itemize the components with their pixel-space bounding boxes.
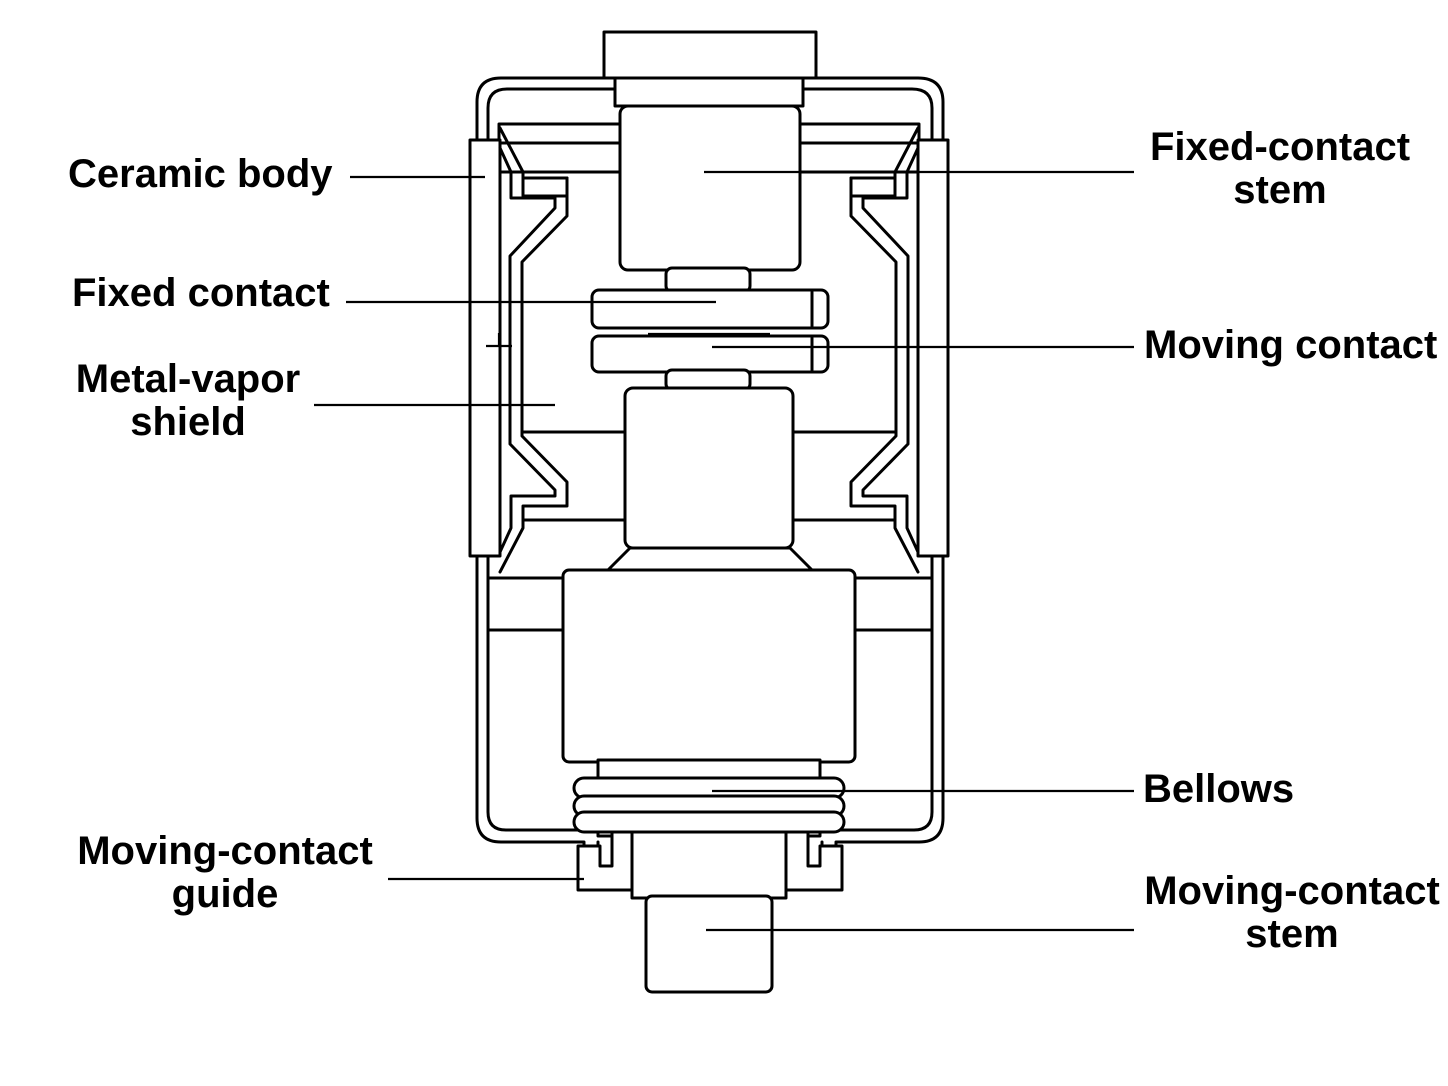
label-fixed-contact-stem-line-1: Fixed-contact bbox=[1149, 125, 1411, 169]
ceramic-body bbox=[468, 138, 950, 558]
label-fixed-contact-stem: Fixed-contact stem bbox=[1140, 126, 1420, 212]
metal-vapor-shield-right bbox=[791, 126, 920, 574]
fixed-contact bbox=[590, 288, 830, 330]
label-fixed-contact: Fixed contact bbox=[72, 272, 330, 315]
label-metal-vapor-shield-line-2: shield bbox=[130, 400, 246, 444]
label-bellows: Bellows bbox=[1143, 768, 1294, 811]
label-moving-contact: Moving contact bbox=[1144, 324, 1437, 367]
label-metal-vapor-shield-line-1: Metal-vapor bbox=[75, 357, 301, 401]
label-moving-contact-text: Moving contact bbox=[1144, 323, 1438, 367]
label-moving-contact-stem-line-2: stem bbox=[1245, 912, 1339, 956]
moving-contact-body bbox=[606, 368, 814, 572]
fixed-contact-stem bbox=[618, 104, 802, 294]
fixed-stem-cap bbox=[602, 30, 818, 108]
label-bellows-text: Bellows bbox=[1143, 767, 1295, 811]
bellows bbox=[572, 758, 846, 838]
label-moving-contact-guide-line-2: guide bbox=[171, 872, 279, 916]
label-moving-contact-stem: Moving-contact stem bbox=[1138, 870, 1446, 956]
label-moving-contact-stem-line-1: Moving-contact bbox=[1144, 869, 1440, 913]
label-moving-contact-guide: Moving-contact guide bbox=[70, 830, 380, 916]
label-fixed-contact-stem-line-2: stem bbox=[1233, 168, 1327, 212]
label-ceramic-body: Ceramic body bbox=[68, 153, 333, 196]
leader-lines bbox=[314, 170, 1134, 932]
label-ceramic-body-text: Ceramic body bbox=[68, 152, 333, 196]
bellows-housing bbox=[561, 568, 857, 764]
metal-vapor-shield bbox=[498, 126, 627, 574]
moving-contact bbox=[590, 332, 830, 374]
label-metal-vapor-shield: Metal-vapor shield bbox=[68, 358, 308, 444]
moving-contact-guide bbox=[576, 830, 844, 900]
label-fixed-contact-text: Fixed contact bbox=[72, 271, 330, 315]
label-moving-contact-guide-line-1: Moving-contact bbox=[77, 829, 373, 873]
moving-contact-stem bbox=[644, 894, 774, 994]
